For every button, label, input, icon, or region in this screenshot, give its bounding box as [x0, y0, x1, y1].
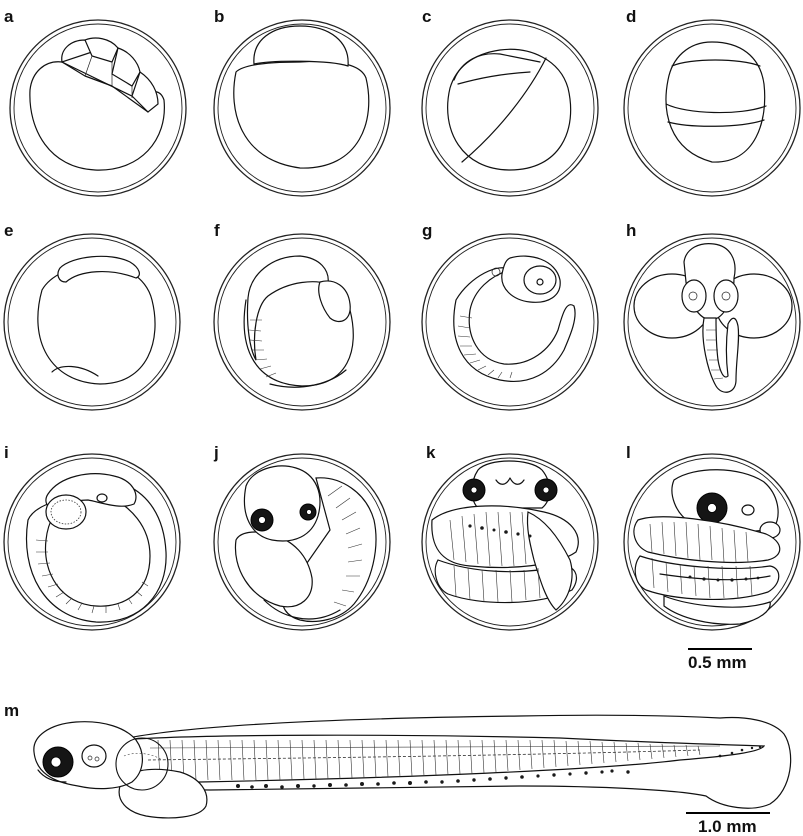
panel-c-embryo	[421, 19, 599, 197]
panel-h-embryo	[623, 233, 801, 411]
panel-letter-g: g	[422, 221, 432, 240]
panel-j-somites	[327, 485, 363, 607]
panel-letter-c: c	[422, 7, 431, 26]
panel-m-otic-vesicle	[81, 744, 107, 768]
panel-letter-m: m	[4, 701, 19, 720]
panel-k-pigment	[468, 524, 532, 538]
larva-scale-label: 1.0 mm	[698, 817, 757, 836]
panel-letter-e: e	[4, 221, 13, 240]
panel-m-pigment	[236, 745, 762, 789]
panel-l-embryo	[623, 453, 801, 631]
panel-m-yolk-sac	[118, 768, 208, 819]
panel-letter-d: d	[626, 7, 636, 26]
panel-i-embryo	[3, 453, 181, 631]
panel-d-embryo	[623, 19, 801, 197]
embryo-scale-bar: 0.5 mm	[688, 648, 752, 672]
panel-letter-a: a	[4, 7, 14, 26]
panel-g-somites	[457, 315, 513, 379]
panel-m-larva	[33, 714, 792, 819]
panel-letter-b: b	[214, 7, 224, 26]
panel-k-somites	[449, 511, 541, 603]
panel-g-embryo	[421, 233, 599, 411]
larva-scale-bar: 1.0 mm	[686, 812, 770, 836]
panel-f-embryo	[213, 233, 391, 411]
panel-letter-j: j	[213, 443, 219, 462]
panel-letter-f: f	[214, 221, 220, 240]
panel-letter-h: h	[626, 221, 636, 240]
panel-m-myomeres	[157, 739, 701, 781]
panel-b-embryo	[213, 19, 391, 197]
panel-letter-l: l	[626, 443, 631, 462]
panel-l-somites	[649, 521, 753, 599]
panel-i-somites	[35, 539, 149, 614]
panel-f-somites	[248, 319, 277, 378]
embryo-scale-label: 0.5 mm	[688, 653, 747, 672]
panel-j-embryo	[213, 453, 391, 631]
panel-letter-k: k	[426, 443, 436, 462]
panel-e-embryo	[3, 233, 181, 411]
panel-letter-i: i	[4, 443, 9, 462]
panel-l-pigment	[688, 575, 760, 582]
panel-h-somites	[706, 329, 724, 380]
panel-k-embryo	[421, 453, 599, 631]
panel-a-embryo	[9, 19, 187, 197]
